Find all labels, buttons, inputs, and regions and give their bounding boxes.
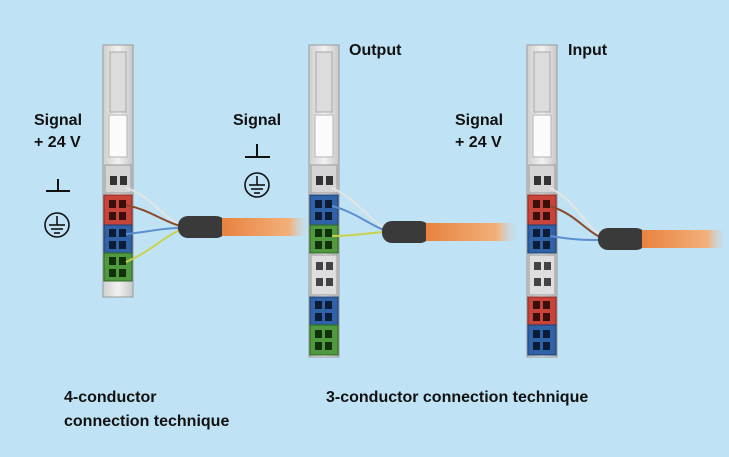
right-voltage-label: + 24 V bbox=[455, 134, 502, 151]
output-title: Output bbox=[349, 42, 402, 59]
cable-output bbox=[331, 187, 521, 243]
protective-earth-icon bbox=[244, 172, 270, 198]
protective-earth-icon bbox=[44, 212, 70, 238]
left-voltage-label: + 24 V bbox=[34, 134, 81, 151]
ground-symbol-icon bbox=[245, 144, 270, 158]
cable-input bbox=[549, 187, 729, 250]
mid-signal-label: Signal bbox=[233, 112, 282, 129]
green-terminal-block bbox=[103, 252, 133, 282]
input-title: Input bbox=[568, 42, 608, 59]
ground-symbol-icon bbox=[46, 179, 70, 192]
four-conductor-caption-line2: connection technique bbox=[64, 413, 230, 430]
cable-4-conductor bbox=[125, 187, 312, 263]
terminal-module-input bbox=[526, 44, 558, 358]
terminal-module-output bbox=[308, 44, 340, 358]
right-signal-label: Signal bbox=[455, 112, 504, 129]
four-conductor-caption: 4-conductor connection technique bbox=[64, 386, 229, 434]
left-signal-label: Signal bbox=[34, 112, 83, 129]
terminal-module-4-conductor bbox=[102, 44, 134, 298]
four-conductor-caption-line1: 4-conductor bbox=[64, 389, 157, 406]
red-terminal-block bbox=[103, 194, 133, 226]
blue-terminal-block bbox=[103, 224, 133, 254]
three-conductor-caption: 3-conductor connection technique bbox=[326, 389, 589, 406]
